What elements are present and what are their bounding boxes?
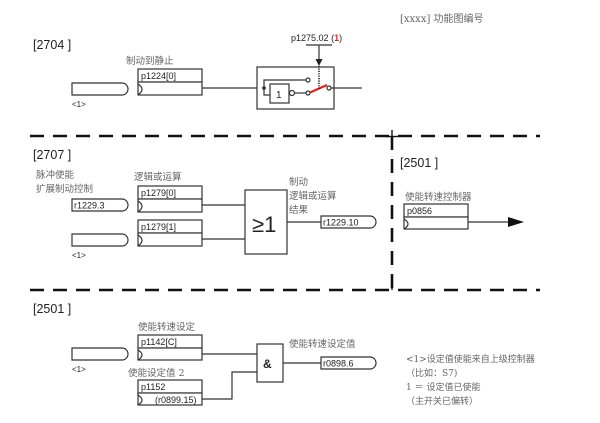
note-line-1: <1>设定值使能来自上级控制器 <box>406 353 535 365</box>
param-title-p1224: 制动到静止 <box>126 55 174 67</box>
param-p1279-0: p1279[0] <box>141 188 176 198</box>
connector-input-2704 <box>71 82 129 96</box>
source-signal: r1229.3 <box>74 201 105 211</box>
result-title-line3: 结果 <box>289 204 309 216</box>
and-gate-label: & <box>263 357 272 371</box>
switch-control-arrow <box>315 59 323 66</box>
not-gate-label: 1 <box>276 90 282 101</box>
or-gate-label: ≥1 <box>252 212 276 237</box>
logic-title: 逻辑或运算 <box>134 171 182 183</box>
param-input-p1279-1[interactable] <box>137 232 203 247</box>
result-title-line2: 逻辑或运算 <box>289 190 337 202</box>
source-title-line1: 脉冲使能 <box>36 169 75 181</box>
param-p1224: p1224[0] <box>141 71 176 81</box>
param-input-p1224[interactable] <box>137 81 203 96</box>
note-line-4: （主开关已偏转） <box>406 395 478 407</box>
input-hook-p1279-1 <box>137 234 143 247</box>
connector-r0898-6 <box>320 356 377 370</box>
not-gate-inverter <box>288 89 296 97</box>
param-title-p1152: 使能设定值 2 <box>128 367 185 379</box>
param-p1279-1: p1279[1] <box>141 222 176 232</box>
connector-label-2704: <1> <box>72 100 86 109</box>
param-title-p1142: 使能转速设定 <box>138 321 196 333</box>
connector-input-2501 <box>71 347 129 361</box>
input-hook-p0856 <box>403 218 409 230</box>
result-signal-r0898: r0898.6 <box>323 359 354 369</box>
param-p1152-default: (r0899.15) <box>155 395 197 405</box>
section-ref-2501-right: [2501 ] <box>400 156 438 170</box>
connector-input-2707 <box>71 233 129 247</box>
param-p1142: p1142[C] <box>141 337 177 347</box>
connector-label-2501: <1> <box>72 365 86 374</box>
section-ref-2501-bottom: [2501 ] <box>33 302 71 316</box>
connector-r1229-10 <box>320 215 377 229</box>
source-title-line2: 扩展制动控制 <box>36 183 93 195</box>
param-input-p0856[interactable] <box>403 216 469 230</box>
param-p1152: p1152 <box>141 382 165 392</box>
param-input-p1142[interactable] <box>137 347 203 361</box>
input-hook-p1224 <box>137 83 143 96</box>
switch-contact-upper <box>305 77 311 83</box>
input-hook-p1142 <box>137 349 143 361</box>
and-gate <box>256 343 284 383</box>
wire-bypass <box>263 79 306 88</box>
switch-param: p1275.02 (1) <box>291 33 342 43</box>
legend-function-number: [xxxx] 功能图编号 <box>400 12 484 25</box>
output-arrow-icon <box>508 217 524 227</box>
or-gate <box>244 189 288 255</box>
note-line-2: （比如：S7) <box>406 367 457 379</box>
connector-label-2707: <1> <box>72 251 86 260</box>
input-hook-p1279-0 <box>137 200 143 213</box>
wire-to-not <box>263 88 270 96</box>
section-ref-2704: [2704 ] <box>33 38 71 52</box>
result-title-r0898: 使能转速设定值 <box>289 338 356 350</box>
result-signal: r1229.10 <box>323 218 359 228</box>
param-input-p1279-0[interactable] <box>137 198 203 213</box>
section-ref-2707: [2707 ] <box>33 148 71 162</box>
param-p0856: p0856 <box>407 206 432 216</box>
note-line-3: 1 ＝ 设定值已使能 <box>406 381 480 393</box>
switch-output-contact <box>326 85 332 91</box>
param-title-p0856: 使能转速控制器 <box>405 191 472 203</box>
switch-contact-lower <box>305 90 311 96</box>
connector-r1229-3 <box>71 198 129 212</box>
input-hook-p1152 <box>137 394 143 406</box>
result-title-line1: 制动 <box>289 176 308 188</box>
wire-p1152-and <box>202 371 257 400</box>
